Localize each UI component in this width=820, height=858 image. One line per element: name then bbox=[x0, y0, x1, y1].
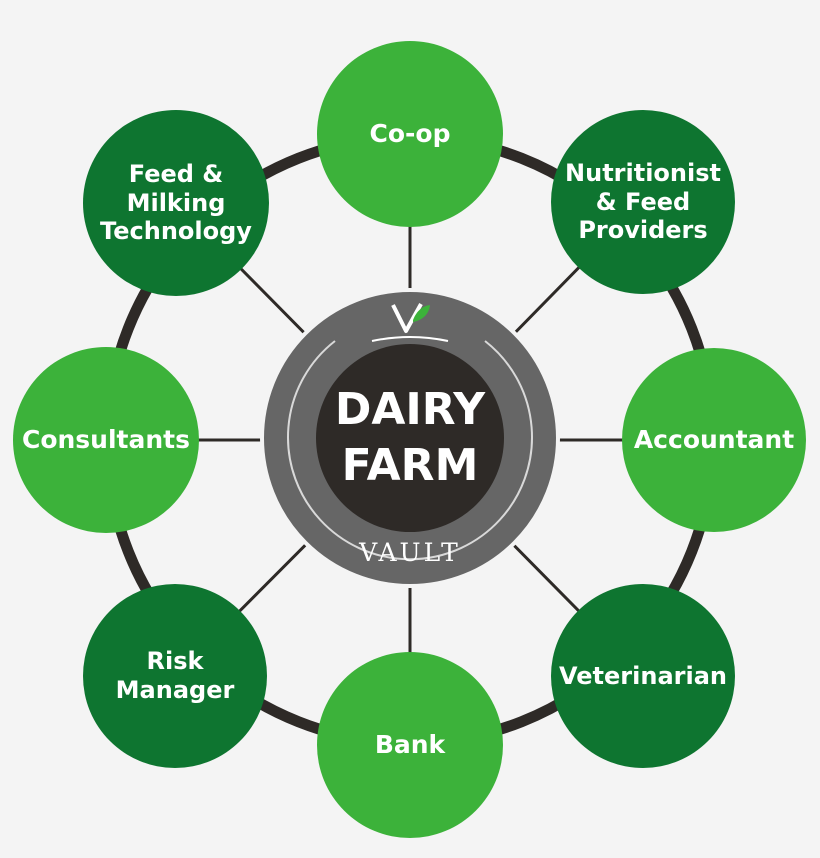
node-co-op: Co-op bbox=[317, 41, 503, 227]
node-nutritionist: Nutritionist & Feed Providers bbox=[551, 110, 735, 294]
node-consultants: Consultants bbox=[13, 347, 199, 533]
node-label-feed-milking: Feed & Milking Technology bbox=[100, 159, 252, 246]
node-label-bank: Bank bbox=[374, 730, 446, 759]
node-risk-manager: Risk Manager bbox=[83, 584, 267, 768]
node-label-veterinarian: Veterinarian bbox=[559, 661, 727, 690]
node-bank: Bank bbox=[317, 652, 503, 838]
node-accountant: Accountant bbox=[622, 348, 806, 532]
center-divider-arc bbox=[287, 340, 533, 561]
node-label-accountant: Accountant bbox=[633, 425, 795, 454]
node-feed-milking: Feed & Milking Technology bbox=[83, 110, 269, 296]
center-inner-circle bbox=[316, 344, 504, 532]
center-title: DAIRY FARM bbox=[334, 384, 486, 492]
node-label-co-op: Co-op bbox=[369, 119, 451, 148]
node-label-risk-manager: Risk Manager bbox=[115, 647, 235, 704]
node-veterinarian: Veterinarian bbox=[551, 584, 735, 768]
node-label-nutritionist: Nutritionist & Feed Providers bbox=[565, 158, 721, 245]
node-label-consultants: Consultants bbox=[21, 425, 191, 454]
vault-wordmark: VAULT bbox=[359, 538, 461, 567]
v-leaf-logo-icon bbox=[371, 303, 449, 342]
